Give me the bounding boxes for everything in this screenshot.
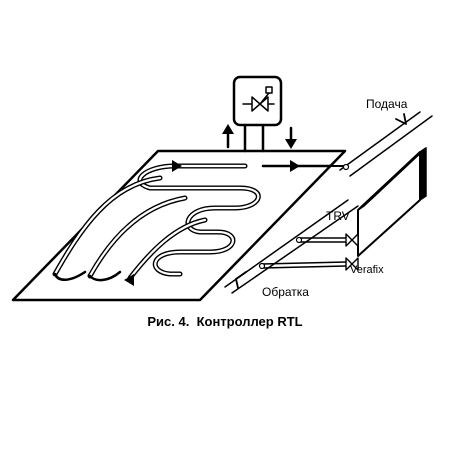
heating-loop-bends-inner [53,176,207,280]
supply-label: Подача [366,97,408,111]
trv-label: TRV [326,209,350,223]
loop-arrow-right-icon [290,160,300,172]
loop-arrow-bottom-icon [124,274,134,286]
loop-arrow-top-icon [172,160,182,172]
radiator-front [357,151,421,257]
valve-icon [242,86,275,112]
flow-arrow-down-icon [285,126,297,149]
verafix-valve-icon [345,257,359,271]
supply-joint [342,163,350,171]
trv-valve-icon [345,233,359,247]
figure-title: Контроллер RTL [196,314,303,329]
supply-arrow-icon [395,113,407,125]
trv-joint [295,236,303,244]
verafix-label: Verafix [350,264,384,276]
return-label: Обратка [262,285,309,299]
heating-loop-pipe-inner [138,164,260,276]
figure-caption: Рис. 4. Контроллер RTL [0,314,450,329]
floor-slab [11,149,347,302]
supply-pipe-top [339,111,421,171]
supply-pipe-bottom [349,115,433,177]
radiator-edge [419,147,427,201]
heating-loop-return [53,270,122,282]
verafix-pipe-2 [261,265,347,269]
flow-arrow-up-icon [222,124,234,149]
return-arrow-icon [235,271,247,289]
return-pipe-bottom [231,205,359,294]
slab-edge-line [329,150,346,167]
verafix-joint [258,262,266,270]
verafix-pipe [261,261,347,265]
figure-number: Рис. 4. [147,314,190,329]
